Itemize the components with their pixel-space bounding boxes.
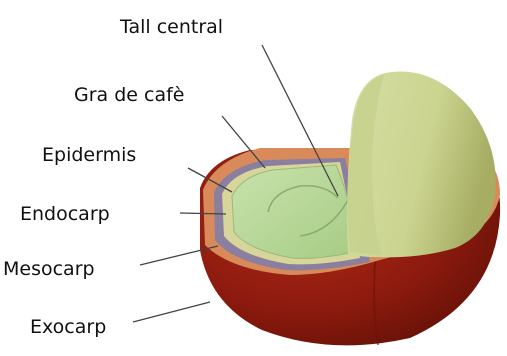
label-tall-central: Tall central xyxy=(119,16,223,38)
label-endocarp: Endocarp xyxy=(20,203,110,225)
label-gra-de-cafe: Gra de cafè xyxy=(74,84,184,106)
label-exocarp: Exocarp xyxy=(30,316,106,338)
coffee-bean-flat xyxy=(232,165,354,258)
label-epidermis: Epidermis xyxy=(42,144,136,166)
label-mesocarp: Mesocarp xyxy=(3,258,95,280)
leader-exocarp xyxy=(133,302,210,322)
